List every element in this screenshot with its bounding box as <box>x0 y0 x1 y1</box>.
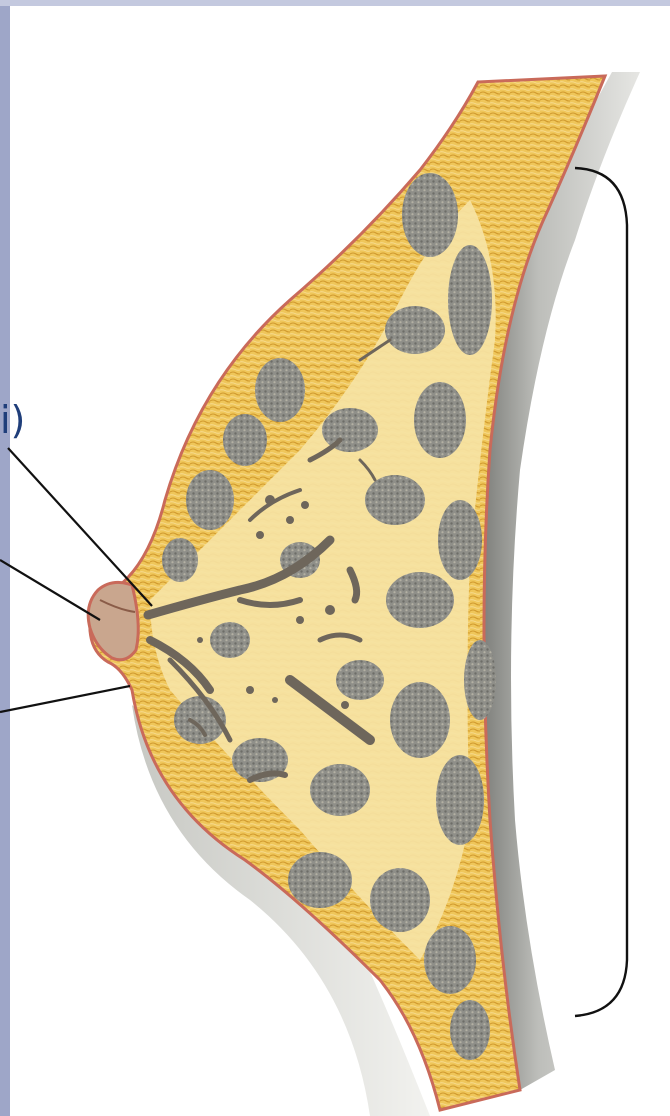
top-band <box>0 0 670 6</box>
bracket <box>575 168 627 1016</box>
partial-label: i) <box>0 398 25 442</box>
leader-line-lower <box>0 686 130 712</box>
left-band <box>0 0 10 1116</box>
leader-line-upper <box>8 448 152 606</box>
leader-line-middle <box>0 560 100 620</box>
